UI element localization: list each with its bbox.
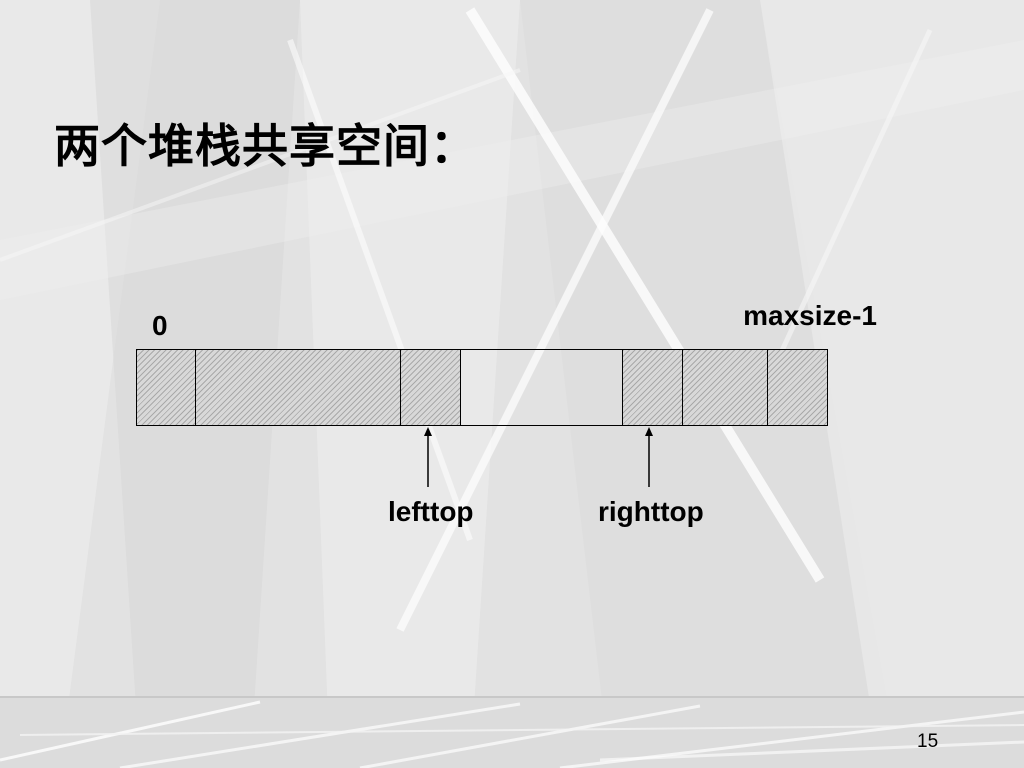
array-cell — [768, 350, 827, 425]
array-cell — [137, 350, 196, 425]
slide-title: 两个堆栈共享空间： — [54, 119, 477, 173]
page-number: 15 — [917, 731, 939, 752]
array-cell — [623, 350, 683, 425]
array-cell — [461, 350, 623, 425]
shared-array — [136, 349, 828, 426]
array-cell — [196, 350, 401, 425]
array-cell — [401, 350, 461, 425]
righttop-arrow — [645, 427, 653, 487]
lefttop-arrow — [424, 427, 432, 487]
righttop-label: righttop — [598, 496, 704, 527]
lefttop-label: lefttop — [388, 496, 474, 527]
end-index-label: maxsize-1 — [743, 300, 877, 331]
array-cell — [683, 350, 768, 425]
start-index-label: 0 — [152, 310, 168, 341]
